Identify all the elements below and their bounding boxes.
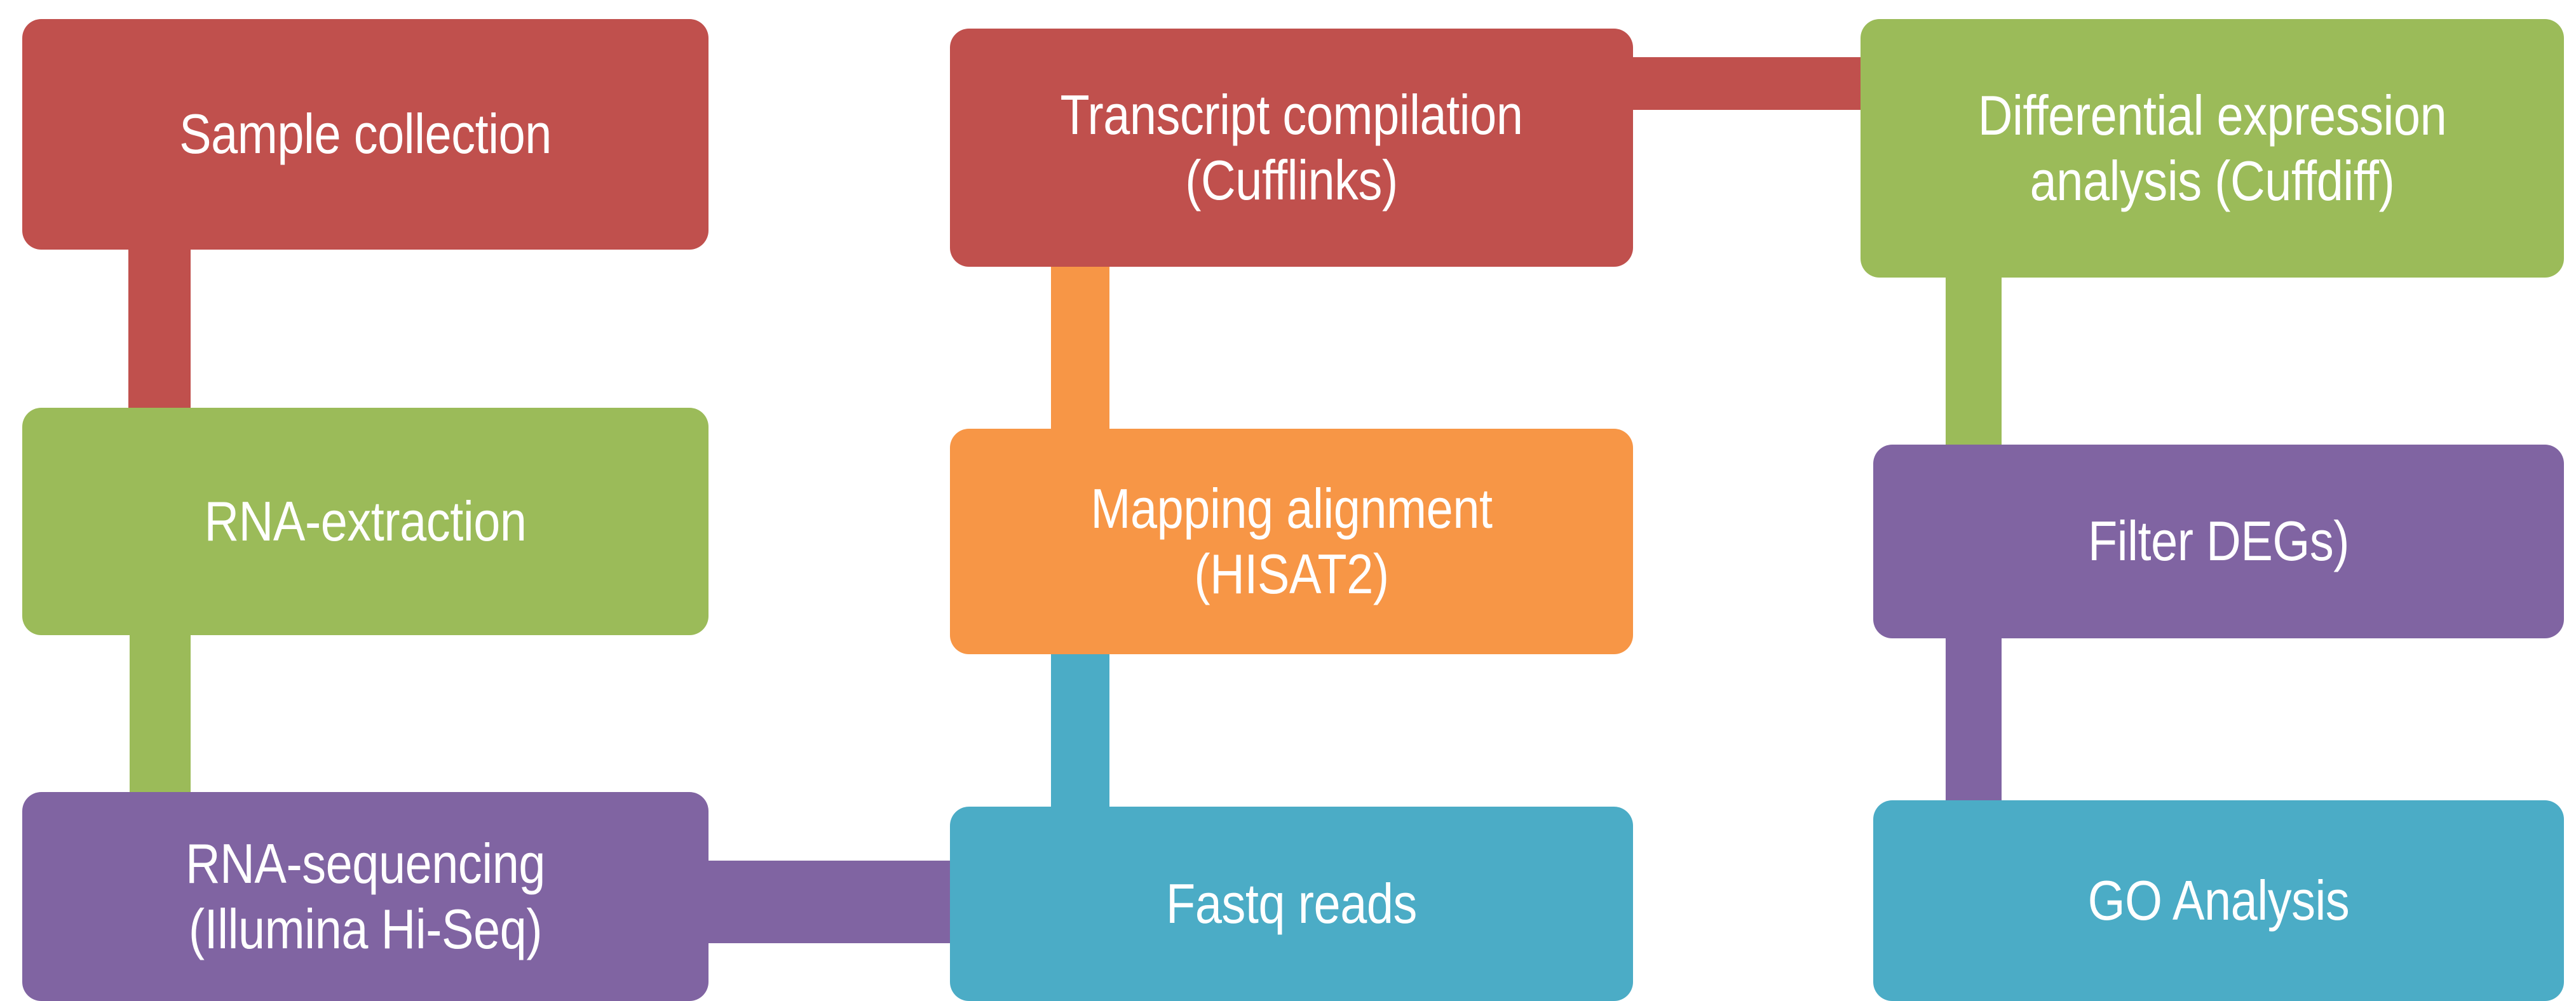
node-differential-expression-analysis[interactable]: Differential expression analysis (Cuffdi… — [1861, 19, 2564, 278]
connector-transcript-compilation-to-differential-expression — [1633, 57, 1862, 110]
node-go-analysis[interactable]: GO Analysis — [1873, 800, 2564, 1001]
connector-rna-extraction-to-rna-sequencing — [130, 635, 191, 794]
node-filter-degs[interactable]: Filter DEGs) — [1873, 445, 2564, 638]
node-label-sample-collection: Sample collection — [179, 102, 552, 166]
node-sample-collection[interactable]: Sample collection — [22, 19, 708, 250]
node-label-go-analysis: GO Analysis — [2087, 868, 2350, 932]
node-label-rna-extraction: RNA-extraction — [204, 489, 527, 553]
node-fastq-reads[interactable]: Fastq reads — [950, 807, 1633, 1001]
connector-mapping-alignment-to-transcript-compilation — [1051, 267, 1109, 431]
node-label-mapping-alignment: Mapping alignment (HISAT2) — [1090, 477, 1493, 605]
connector-sample-collection-to-rna-extraction — [128, 250, 191, 408]
node-rna-extraction[interactable]: RNA-extraction — [22, 408, 708, 635]
node-label-rna-sequencing: RNA-sequencing (Illumina Hi-Seq) — [185, 832, 546, 960]
node-rna-sequencing[interactable]: RNA-sequencing (Illumina Hi-Seq) — [22, 792, 708, 1001]
connector-rna-sequencing-to-fastq-reads — [707, 861, 954, 943]
node-label-fastq-reads: Fastq reads — [1166, 871, 1417, 935]
connector-fastq-reads-to-mapping-alignment — [1051, 654, 1109, 810]
connector-filter-degs-to-go-analysis — [1946, 638, 2002, 803]
node-label-filter-degs: Filter DEGs) — [2087, 509, 2350, 573]
node-label-differential-expression-analysis: Differential expression analysis (Cuffdi… — [1977, 84, 2447, 212]
node-label-transcript-compilation: Transcript compilation (Cufflinks) — [1060, 83, 1523, 212]
node-transcript-compilation[interactable]: Transcript compilation (Cufflinks) — [950, 29, 1633, 267]
node-mapping-alignment[interactable]: Mapping alignment (HISAT2) — [950, 429, 1633, 654]
connector-differential-expression-to-filter-degs — [1946, 278, 2002, 448]
